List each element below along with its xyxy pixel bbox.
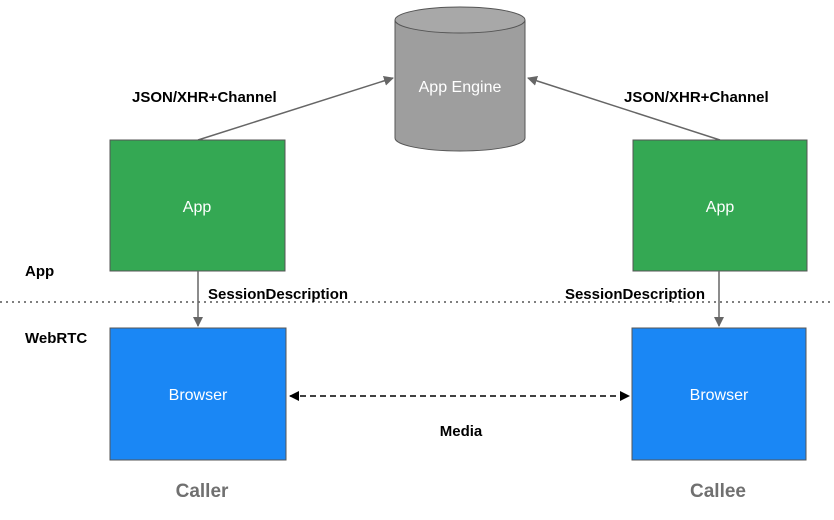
- caller-browser-node: Browser: [109, 327, 287, 461]
- caller-role-label: Caller: [176, 481, 229, 502]
- callee-browser-label: Browser: [690, 387, 749, 404]
- caller-browser-label: Browser: [169, 387, 228, 404]
- caller-signaling-label: JSON/XHR+Channel: [132, 89, 277, 106]
- app-engine-label: App Engine: [419, 79, 502, 96]
- caller-app-node: App: [109, 139, 286, 272]
- callee-app-node: App: [632, 139, 808, 272]
- callee-role-label: Callee: [690, 481, 746, 502]
- callee-browser-node: Browser: [631, 327, 807, 461]
- app-engine-node: App Engine: [394, 6, 526, 152]
- caller-session-label: SessionDescription: [208, 286, 348, 303]
- media-label: Media: [440, 423, 483, 440]
- webrtc-layer-label: WebRTC: [25, 330, 87, 347]
- callee-signaling-arrow: [527, 76, 721, 141]
- caller-signaling-arrow: [197, 75, 394, 141]
- app-layer-label: App: [25, 263, 54, 280]
- caller-app-label: App: [183, 199, 212, 216]
- callee-signaling-label: JSON/XHR+Channel: [624, 89, 769, 106]
- callee-session-label: SessionDescription: [565, 286, 705, 303]
- callee-app-label: App: [706, 199, 735, 216]
